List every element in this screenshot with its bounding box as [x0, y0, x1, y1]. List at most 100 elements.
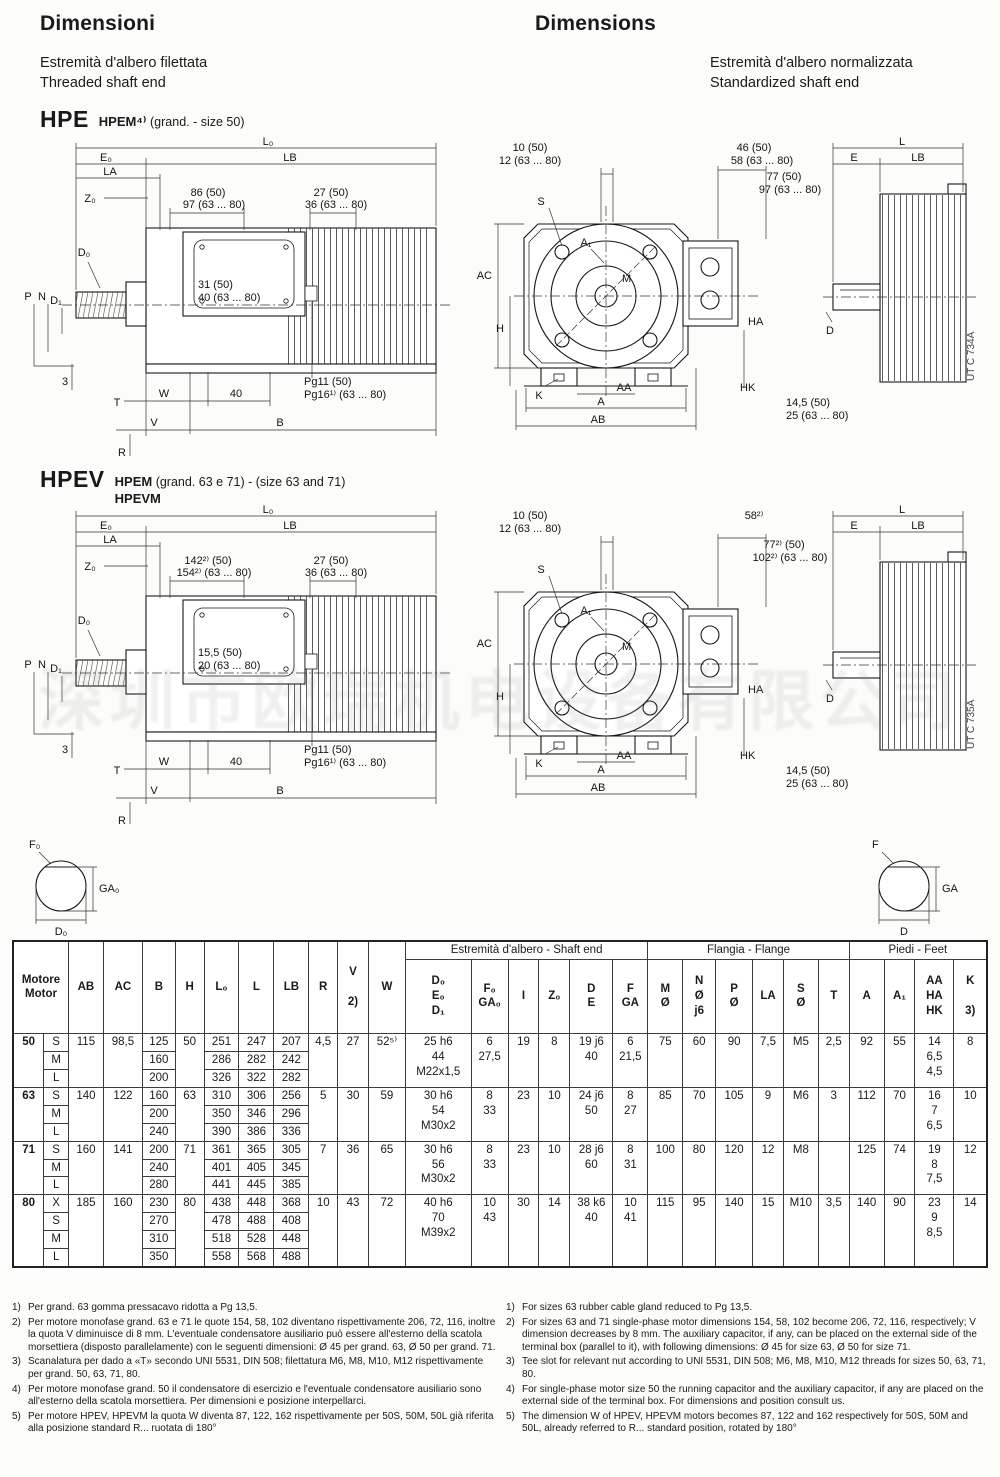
cell-L: 365 [238, 1140, 275, 1160]
cell-DED: 30 h6 56 M30x2 [404, 1140, 472, 1196]
motor-variant: L [43, 1122, 69, 1142]
motor-variant: M [43, 1230, 69, 1250]
end-view: L LB E D [823, 136, 976, 383]
cell-R: 4,5 [308, 1032, 339, 1088]
dim-label-V: V [150, 785, 158, 797]
cell-K: 12 [953, 1140, 988, 1196]
page-title-english: Dimensions [535, 12, 657, 35]
page-title-italian: Dimensioni [40, 12, 156, 35]
cell-L: 445 [238, 1176, 275, 1196]
cell-L: 282 [238, 1050, 275, 1070]
dim-label-front-top-1: 10 (50) [513, 142, 548, 154]
cell-S: M10 [782, 1194, 819, 1268]
cell-DE: 28 j6 60 [569, 1140, 614, 1196]
cell-N: 70 [682, 1086, 717, 1142]
motor-size: 80 [12, 1194, 45, 1268]
dim-label-front-bottom-2: 25 (63 ... 80) [786, 778, 848, 790]
dim-label-40: 40 [230, 756, 242, 768]
hpe-size-note: (grand. - size 50) [150, 115, 245, 129]
cell-LA: 9 [752, 1086, 784, 1142]
motor-size: 63 [12, 1086, 45, 1142]
motor-variant: M [43, 1158, 69, 1178]
shaft-detail-threaded: F₀ GA₀ D₀ [15, 834, 145, 943]
cell-LB: 242 [273, 1050, 310, 1070]
footnote: 1)For sizes 63 rubber cable gland reduce… [506, 1302, 753, 1313]
cell-AB: 115 [67, 1032, 104, 1088]
col-header-DE: D E [569, 958, 614, 1034]
dim-label-N: N [38, 291, 46, 303]
dim-label-AB: AB [591, 782, 606, 794]
subtitle-threaded: Estremità d'albero filettata Threaded sh… [40, 54, 207, 93]
dim-label-inner-2: 40 (63 ... 80) [198, 292, 260, 304]
end-view: L LB E D [823, 504, 976, 751]
cell-L: 247 [238, 1032, 275, 1052]
side-view: L₀ LB E₀ LA Z₀ 86 (50) 97 (63 ... 80) 27… [24, 136, 450, 459]
cell-LA: 15 [752, 1194, 784, 1268]
dim-label-W: W [159, 756, 170, 768]
cell-B: 200 [141, 1068, 176, 1088]
dim-label-P: P [24, 659, 31, 671]
side-view: L₀ LB E₀ LA Z₀ 142²⁾ (50) 154²⁾ (63 ... … [24, 504, 450, 827]
dim-label-K: K [535, 390, 543, 402]
cell-B: 310 [141, 1230, 176, 1250]
cell-LB: 282 [273, 1068, 310, 1088]
hpe-drawing-area: L₀ LB E₀ LA Z₀ 86 (50) 97 (63 ... 80) 27… [18, 136, 988, 473]
col-header-DED: D₀ E₀ D₁ [404, 958, 472, 1034]
dim-label-E0: E₀ [100, 520, 112, 532]
motor-variant: S [43, 1032, 69, 1052]
cell-R: 5 [308, 1086, 339, 1142]
cell-B: 240 [141, 1122, 176, 1142]
dim-label-D0-section: D₀ [55, 926, 68, 938]
dim-label-inner-1: 15,5 (50) [198, 647, 242, 659]
footnote: 5)Per motore HPEV, HPEVM la quota W dive… [12, 1410, 494, 1435]
cell-S: M6 [782, 1086, 819, 1142]
cell-B: 200 [141, 1104, 176, 1124]
dim-label-B: B [276, 417, 283, 429]
dim-label-front-right-2b: 97 (63 ... 80) [759, 184, 821, 196]
dim-label-A: A [597, 764, 605, 776]
cell-B: 160 [141, 1050, 176, 1070]
col-header-K: K 3) [953, 958, 988, 1034]
cell-FGA: 10 41 [612, 1194, 649, 1268]
dim-label-box-right-2: 36 (63 ... 80) [305, 199, 367, 211]
cell-FGA0: 10 43 [470, 1194, 509, 1268]
group-header: Estremità d'albero - Shaft end [404, 940, 649, 960]
cell-T: 2,5 [817, 1032, 850, 1088]
dim-label-E0: E₀ [100, 152, 112, 164]
dim-label-W: W [159, 388, 170, 400]
cell-T: 3 [817, 1086, 850, 1142]
cell-LB: 488 [273, 1248, 310, 1268]
cell-I: 19 [507, 1032, 540, 1088]
motor-variant: S [43, 1140, 69, 1160]
cell-LA: 12 [752, 1140, 784, 1196]
col-header-FGA: F GA [612, 958, 649, 1034]
cell-AB: 140 [67, 1086, 104, 1142]
dim-label-A: A [597, 396, 605, 408]
footnote: 1)Per grand. 63 gomma pressacavo ridotta… [12, 1302, 258, 1313]
dim-label-pg16: Pg16¹⁾ (63 ... 80) [304, 757, 386, 769]
cell-S: M5 [782, 1032, 819, 1088]
motor-variant: M [43, 1104, 69, 1124]
cell-L0: 361 [203, 1140, 240, 1160]
cell-L0: 558 [203, 1248, 240, 1268]
cell-L: 306 [238, 1086, 275, 1106]
cell-P: 90 [715, 1032, 754, 1088]
cell-LA: 7,5 [752, 1032, 784, 1088]
dim-label-S: S [537, 196, 544, 208]
col-header-A1: A₁ [883, 958, 916, 1034]
cell-N: 95 [682, 1194, 717, 1268]
dim-label-front-bottom-2: 25 (63 ... 80) [786, 410, 848, 422]
dim-label-Z0: Z₀ [84, 561, 95, 573]
dim-label-box-left-2: 97 (63 ... 80) [183, 199, 245, 211]
cell-I: 23 [507, 1140, 540, 1196]
dim-label-HA: HA [748, 684, 764, 696]
dim-label-L0: L₀ [263, 504, 274, 516]
dim-label-L0: L₀ [263, 136, 274, 148]
cell-H: 50 [174, 1032, 205, 1088]
cell-AAHK: 23 9 8,5 [914, 1194, 955, 1268]
group-header: Flangia - Flange [647, 940, 850, 960]
dim-label-R: R [118, 815, 126, 827]
